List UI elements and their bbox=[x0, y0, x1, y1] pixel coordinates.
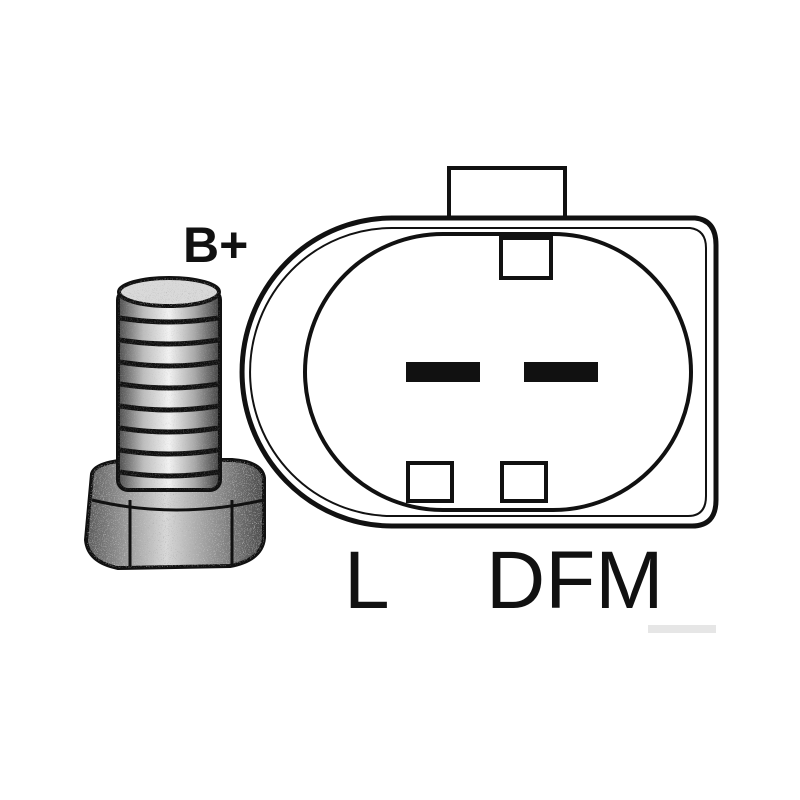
connector-inner-socket bbox=[303, 232, 693, 512]
connector-plug bbox=[239, 166, 719, 529]
connector-locking-tab bbox=[447, 166, 567, 220]
guide-slot-right bbox=[500, 461, 548, 503]
label-bplus: B+ bbox=[183, 217, 248, 273]
contact-pin-left bbox=[406, 362, 480, 382]
bolt-threaded-shaft bbox=[116, 276, 222, 492]
watermark-logo bbox=[648, 625, 716, 633]
connector-key-notch bbox=[499, 236, 553, 280]
label-pin-dfm: DFM bbox=[486, 535, 664, 626]
contact-pin-right bbox=[524, 362, 598, 382]
guide-slot-left bbox=[406, 461, 454, 503]
label-pin-l: L bbox=[344, 535, 390, 626]
bplus-terminal-bolt: B+ bbox=[83, 217, 266, 571]
